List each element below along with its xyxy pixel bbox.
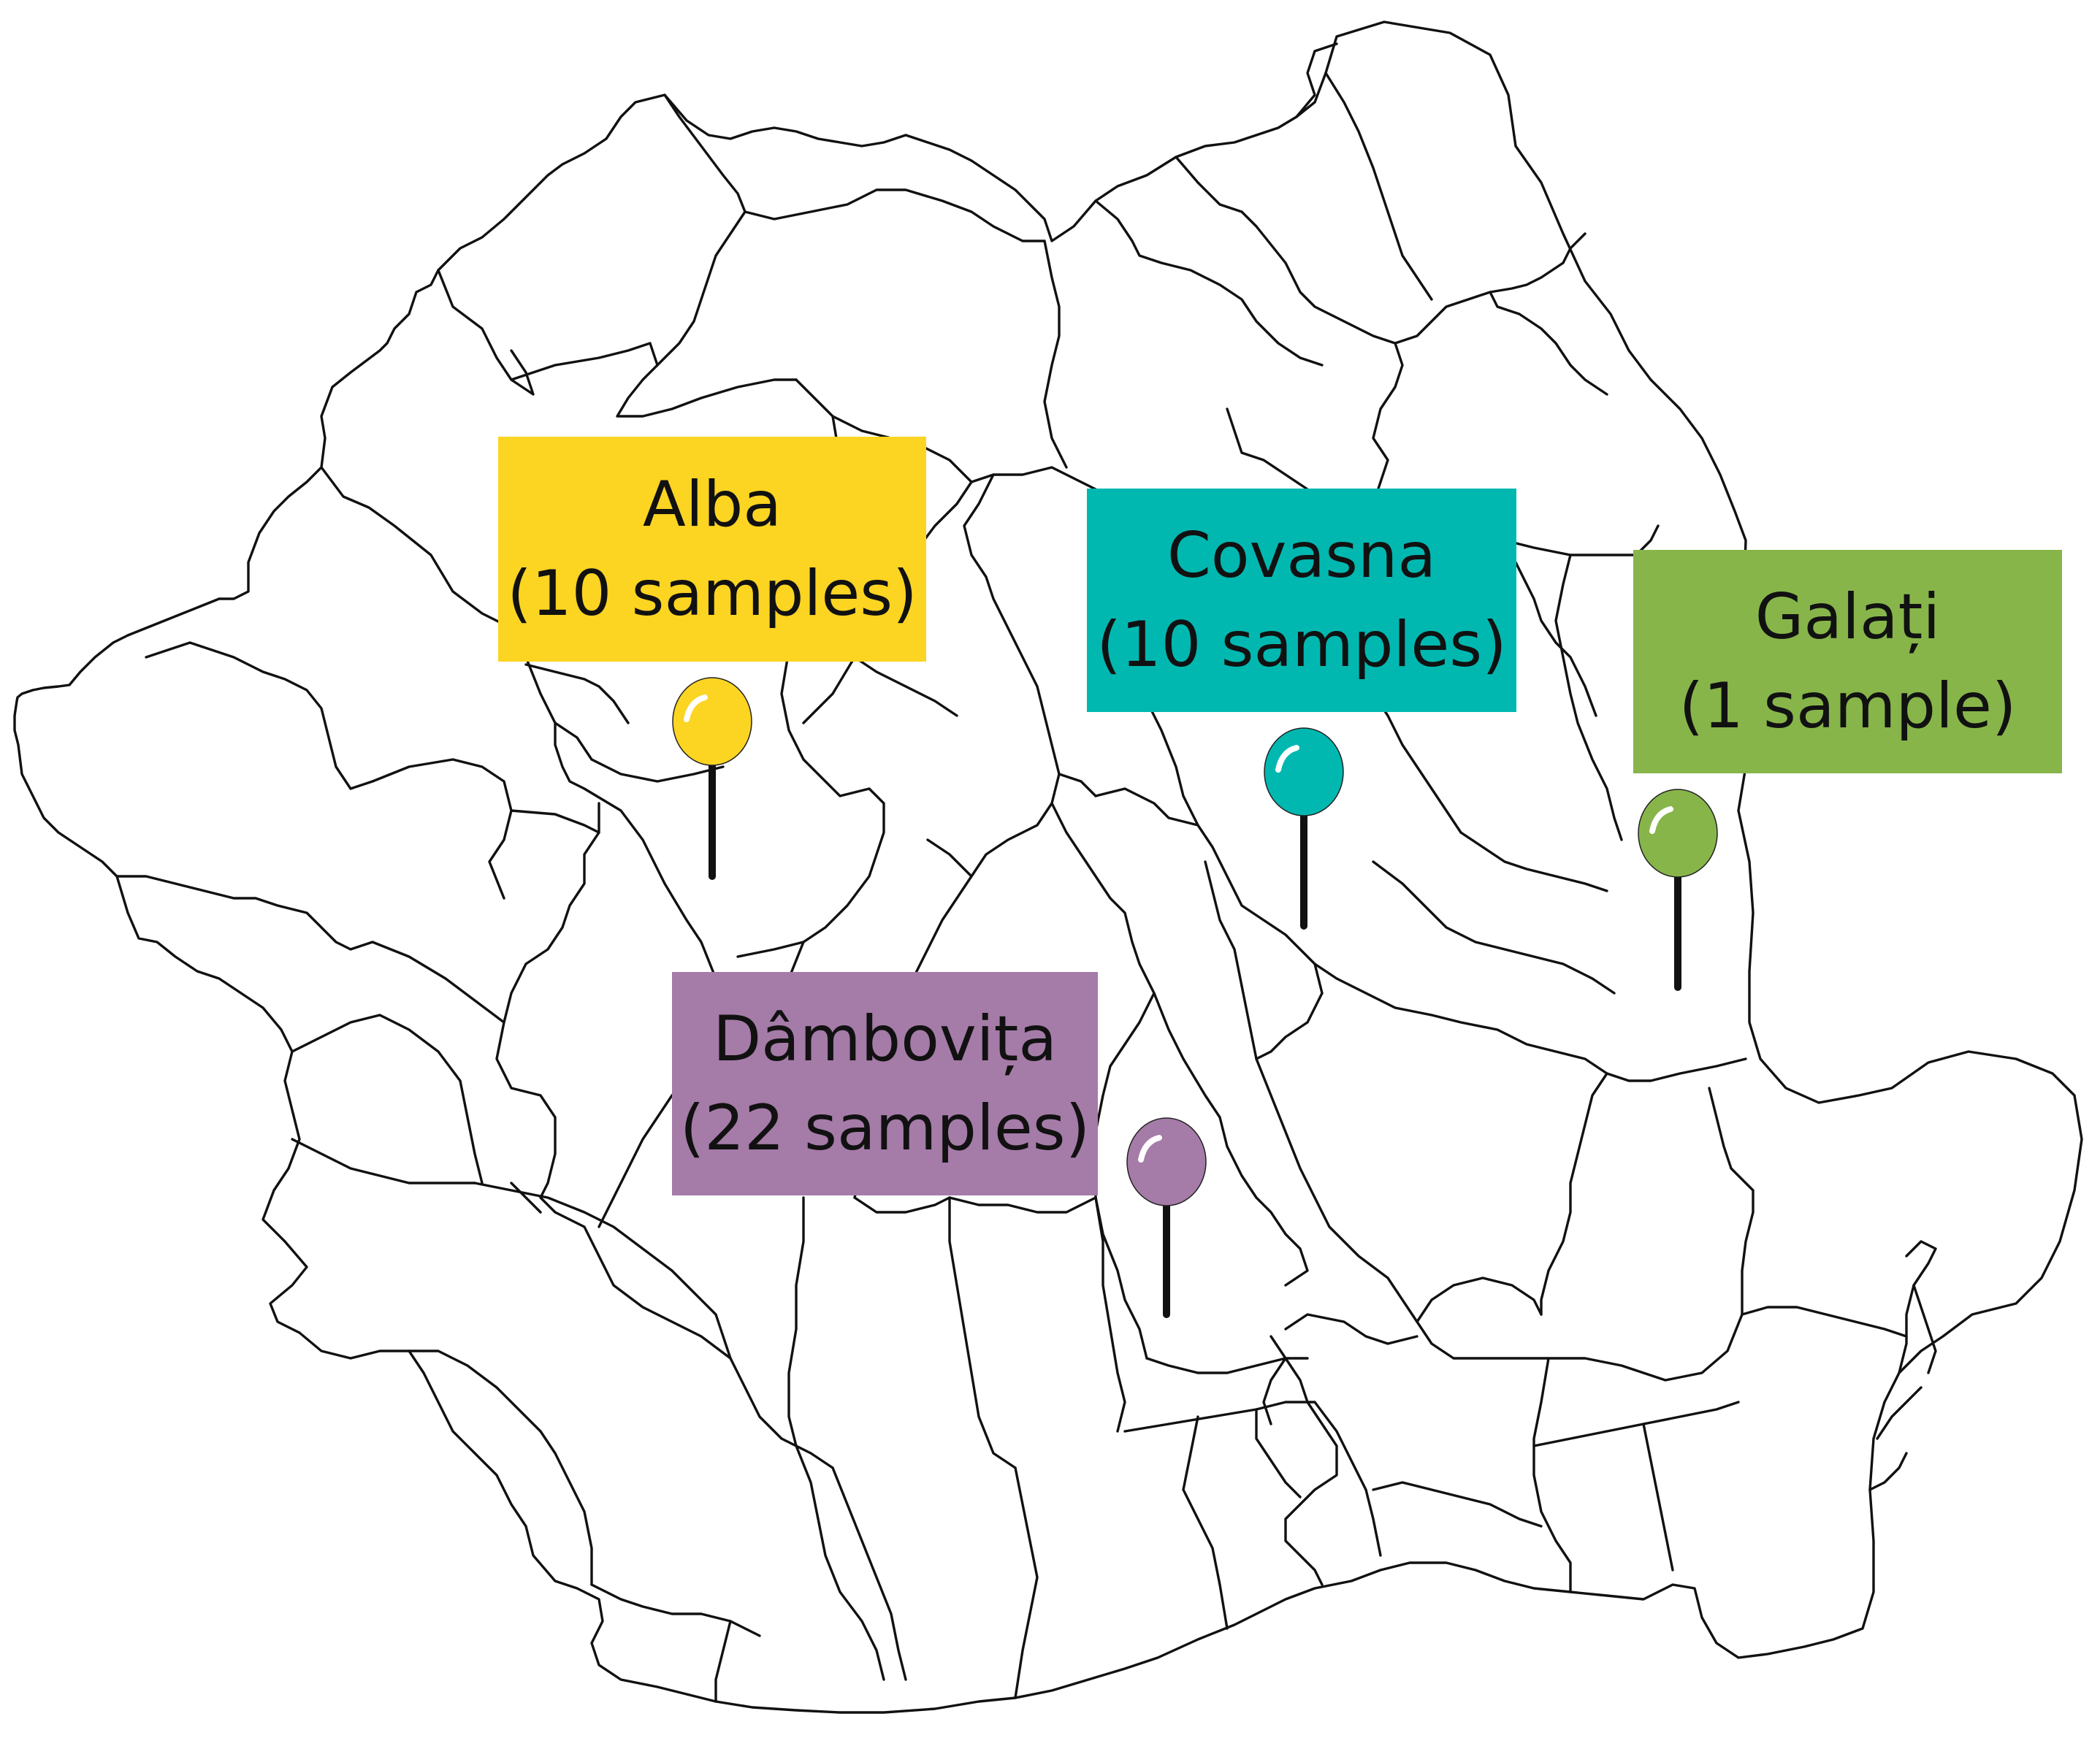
label-covasna-detail: (10 samples) [1096, 608, 1507, 681]
label-alba: Alba (10 samples) [498, 437, 926, 662]
pin-galati[interactable] [1638, 789, 1718, 991]
label-alba-name: Alba [642, 467, 782, 541]
label-galati-detail: (1 sample) [1679, 670, 2017, 743]
pin-alba[interactable] [672, 677, 752, 880]
label-dambovita: Dâmbovița (22 samples) [672, 972, 1098, 1195]
label-dambovita-name: Dâmbovița [712, 1002, 1058, 1076]
label-galati-name: Galați [1755, 580, 1941, 654]
label-alba-detail: (10 samples) [507, 557, 917, 630]
country-outline [13, 20, 2083, 1714]
pin-covasna[interactable] [1264, 727, 1344, 930]
label-galati: Galați (1 sample) [1633, 550, 2062, 773]
label-dambovita-detail: (22 samples) [679, 1092, 1091, 1165]
label-covasna-name: Covasna [1167, 518, 1437, 592]
label-covasna: Covasna (10 samples) [1087, 489, 1516, 712]
pin-dambovita[interactable] [1126, 1117, 1207, 1318]
